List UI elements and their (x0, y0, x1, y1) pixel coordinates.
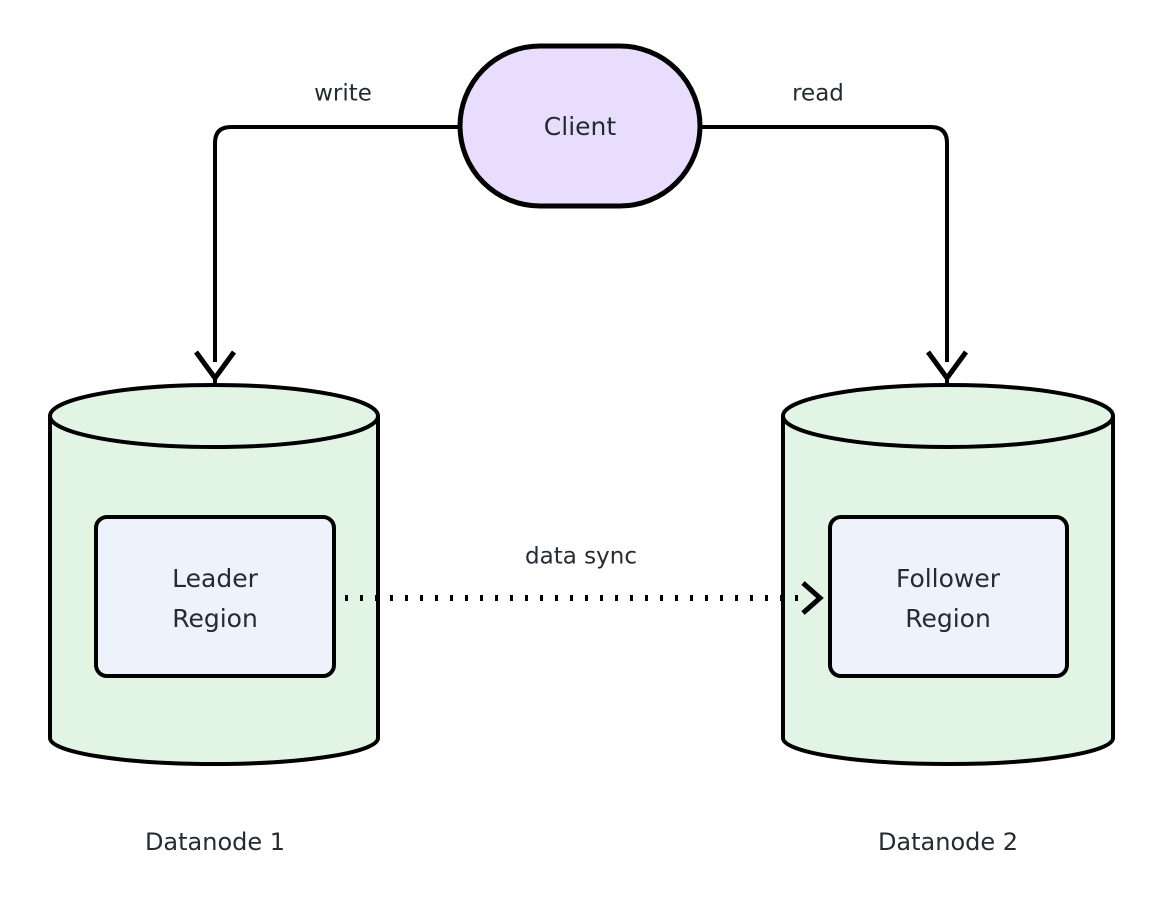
read-edge-label: read (792, 81, 844, 107)
data-sync-edge-label: data sync (525, 544, 637, 570)
datanode1-cylinder-top (48, 383, 380, 449)
datanode2-caption: Datanode 2 (878, 828, 1018, 856)
datanode2-cylinder-top (781, 383, 1115, 449)
write-edge-label: write (314, 81, 372, 107)
follower-region-label-line2: Region (905, 604, 991, 633)
leader-region-label-line2: Region (172, 604, 258, 633)
follower-region-box[interactable]: Follower Region (828, 515, 1069, 678)
follower-region-rect (828, 515, 1069, 678)
edge-write[interactable] (193, 125, 460, 386)
data-sync-arrowhead-icon (801, 581, 824, 615)
node-client[interactable]: Client (457, 43, 703, 209)
read-edge-path (700, 125, 949, 362)
datanode1-caption: Datanode 1 (145, 828, 285, 856)
write-edge-path (213, 125, 460, 362)
client-label: Client (544, 112, 617, 141)
edge-data-sync[interactable] (345, 581, 824, 615)
follower-region-label-line1: Follower (896, 564, 1001, 593)
leader-region-box[interactable]: Leader Region (94, 515, 336, 678)
leader-region-label-line1: Leader (172, 564, 258, 593)
leader-region-rect (94, 515, 336, 678)
node-datanode1[interactable]: Leader Region (48, 383, 380, 766)
client-shape (457, 43, 703, 209)
node-datanode2[interactable]: Follower Region (781, 383, 1115, 766)
edge-read[interactable] (700, 125, 969, 386)
